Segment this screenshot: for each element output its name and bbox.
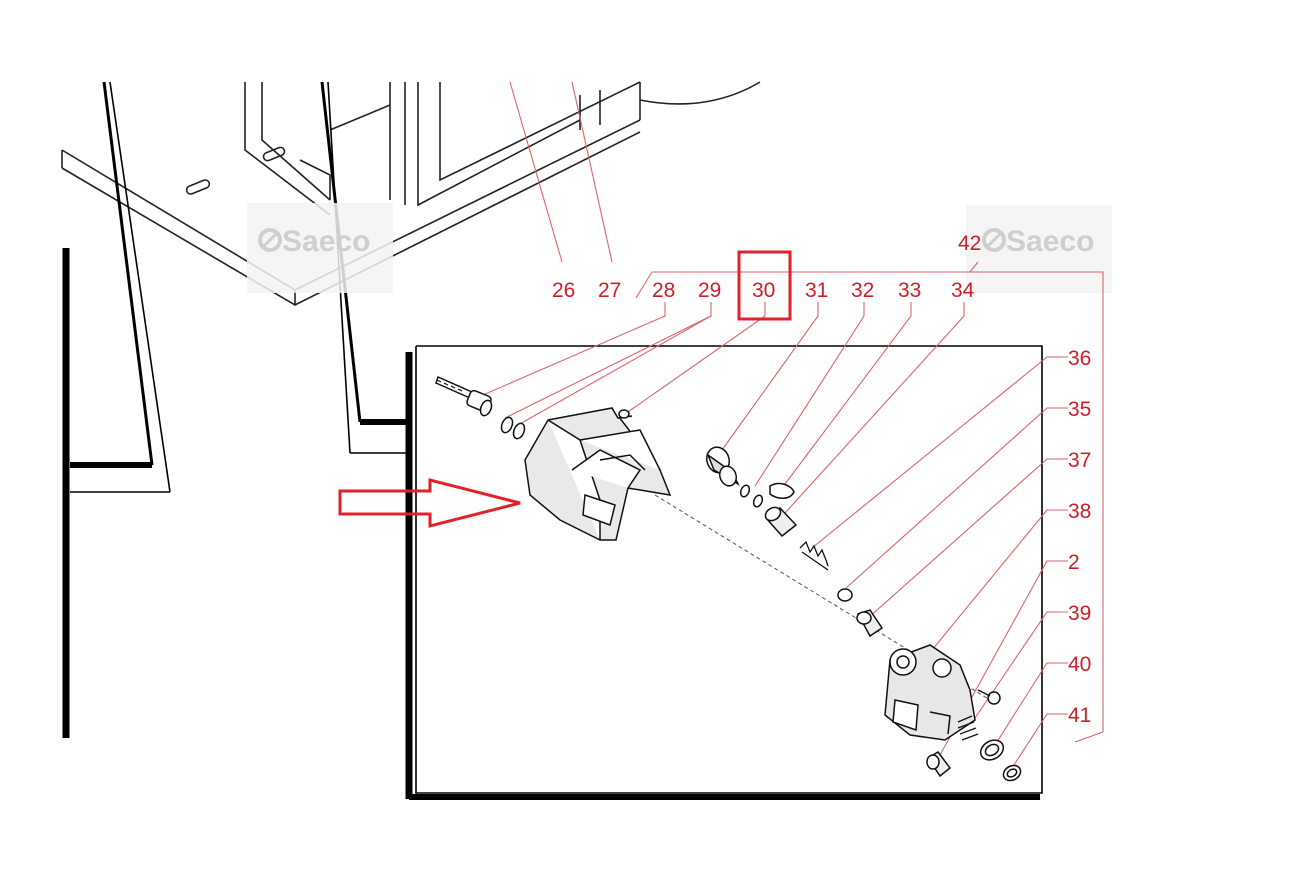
callout-33: 33 [898,279,921,302]
part-31 [705,446,740,487]
pointer-arrow [338,478,521,528]
watermark-left: Saeco [247,203,393,293]
callout-38: 38 [1068,500,1091,523]
callout-36: 36 [1068,347,1091,370]
part-2 [926,751,952,778]
watermark-left-text: Saeco [282,225,370,258]
part-29-orings [500,416,526,440]
callout-2: 2 [1068,551,1080,574]
callout-28: 28 [652,279,675,302]
parts [435,375,1022,782]
watermark-right: Saeco [966,205,1112,293]
part-37 [856,609,884,638]
frame-borders [62,81,1043,800]
part-32-33-rings [739,482,795,508]
callout-35: 35 [1068,398,1091,421]
leader-lines [475,81,1104,769]
part-41-ring [1002,764,1022,782]
callout-40: 40 [1068,653,1091,676]
part-screw [977,689,1001,705]
part-28-pin [435,375,493,417]
highlight-box-30 [737,250,792,321]
callout-31: 31 [805,279,828,302]
assembly-axis [654,494,991,701]
callout-41: 41 [1068,704,1091,727]
part-40-ring [979,739,1005,761]
callout-34: 34 [951,279,975,302]
part-34-bushing [764,506,798,538]
callout-37: 37 [1068,449,1091,472]
callout-29: 29 [698,279,721,302]
part-30-cover [524,407,672,541]
callout-32: 32 [851,279,874,302]
part-36-spring [799,540,829,571]
callout-42: 42 [958,232,981,255]
part-35 [837,588,853,602]
part-38-valve-body [884,644,976,741]
callout-labels: 26 27 28 29 30 31 32 33 34 42 36 35 37 3… [552,232,1091,727]
callout-30: 30 [752,279,775,302]
callout-27: 27 [598,279,621,302]
callout-39: 39 [1068,602,1091,625]
callout-26: 26 [552,279,575,302]
watermark-right-text: Saeco [1006,225,1094,258]
machine-frame [61,81,761,306]
part-39-spring [957,715,979,741]
